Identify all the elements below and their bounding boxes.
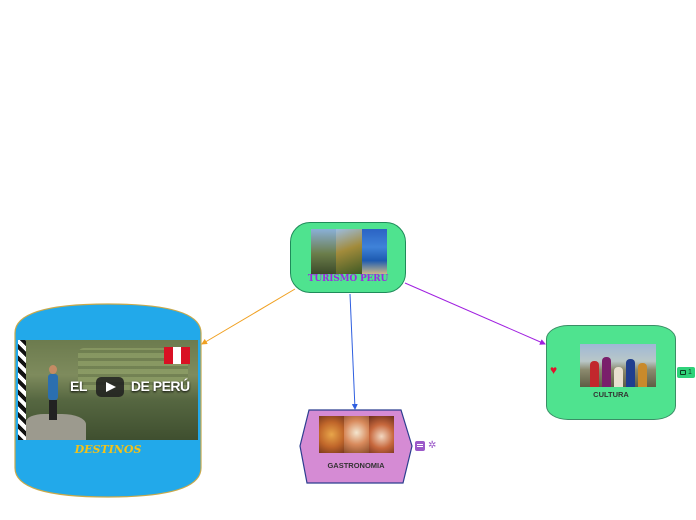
person-head bbox=[49, 365, 57, 374]
central-topic-node[interactable]: TURISMO PERU bbox=[290, 222, 406, 293]
link-to-destinos bbox=[201, 288, 296, 345]
play-icon[interactable] bbox=[96, 377, 124, 397]
central-topic-title: TURISMO PERU bbox=[307, 274, 389, 284]
comment-badge[interactable]: 1 bbox=[677, 367, 695, 378]
cultura-label: CULTURA bbox=[593, 390, 629, 399]
person-legs bbox=[49, 400, 57, 420]
gastronomia-markers: ✲ bbox=[415, 441, 436, 451]
bug-icon[interactable]: ✲ bbox=[428, 440, 437, 451]
cultura-image bbox=[580, 344, 656, 387]
comment-icon bbox=[680, 370, 687, 375]
central-topic-image bbox=[311, 229, 387, 274]
gastronomia-image bbox=[319, 416, 394, 453]
link-to-gastronomia bbox=[349, 293, 358, 410]
note-icon[interactable] bbox=[415, 441, 425, 451]
heart-icon: ♥ bbox=[550, 363, 558, 377]
video-stripe-border bbox=[18, 340, 26, 440]
destinos-label: DESTINOS bbox=[74, 443, 142, 456]
gastronomia-label: GASTRONOMIA bbox=[327, 461, 385, 470]
peru-flag-icon bbox=[164, 347, 191, 364]
comment-count: 1 bbox=[688, 369, 692, 376]
link-to-cultura bbox=[404, 282, 546, 345]
person-body bbox=[48, 374, 58, 400]
